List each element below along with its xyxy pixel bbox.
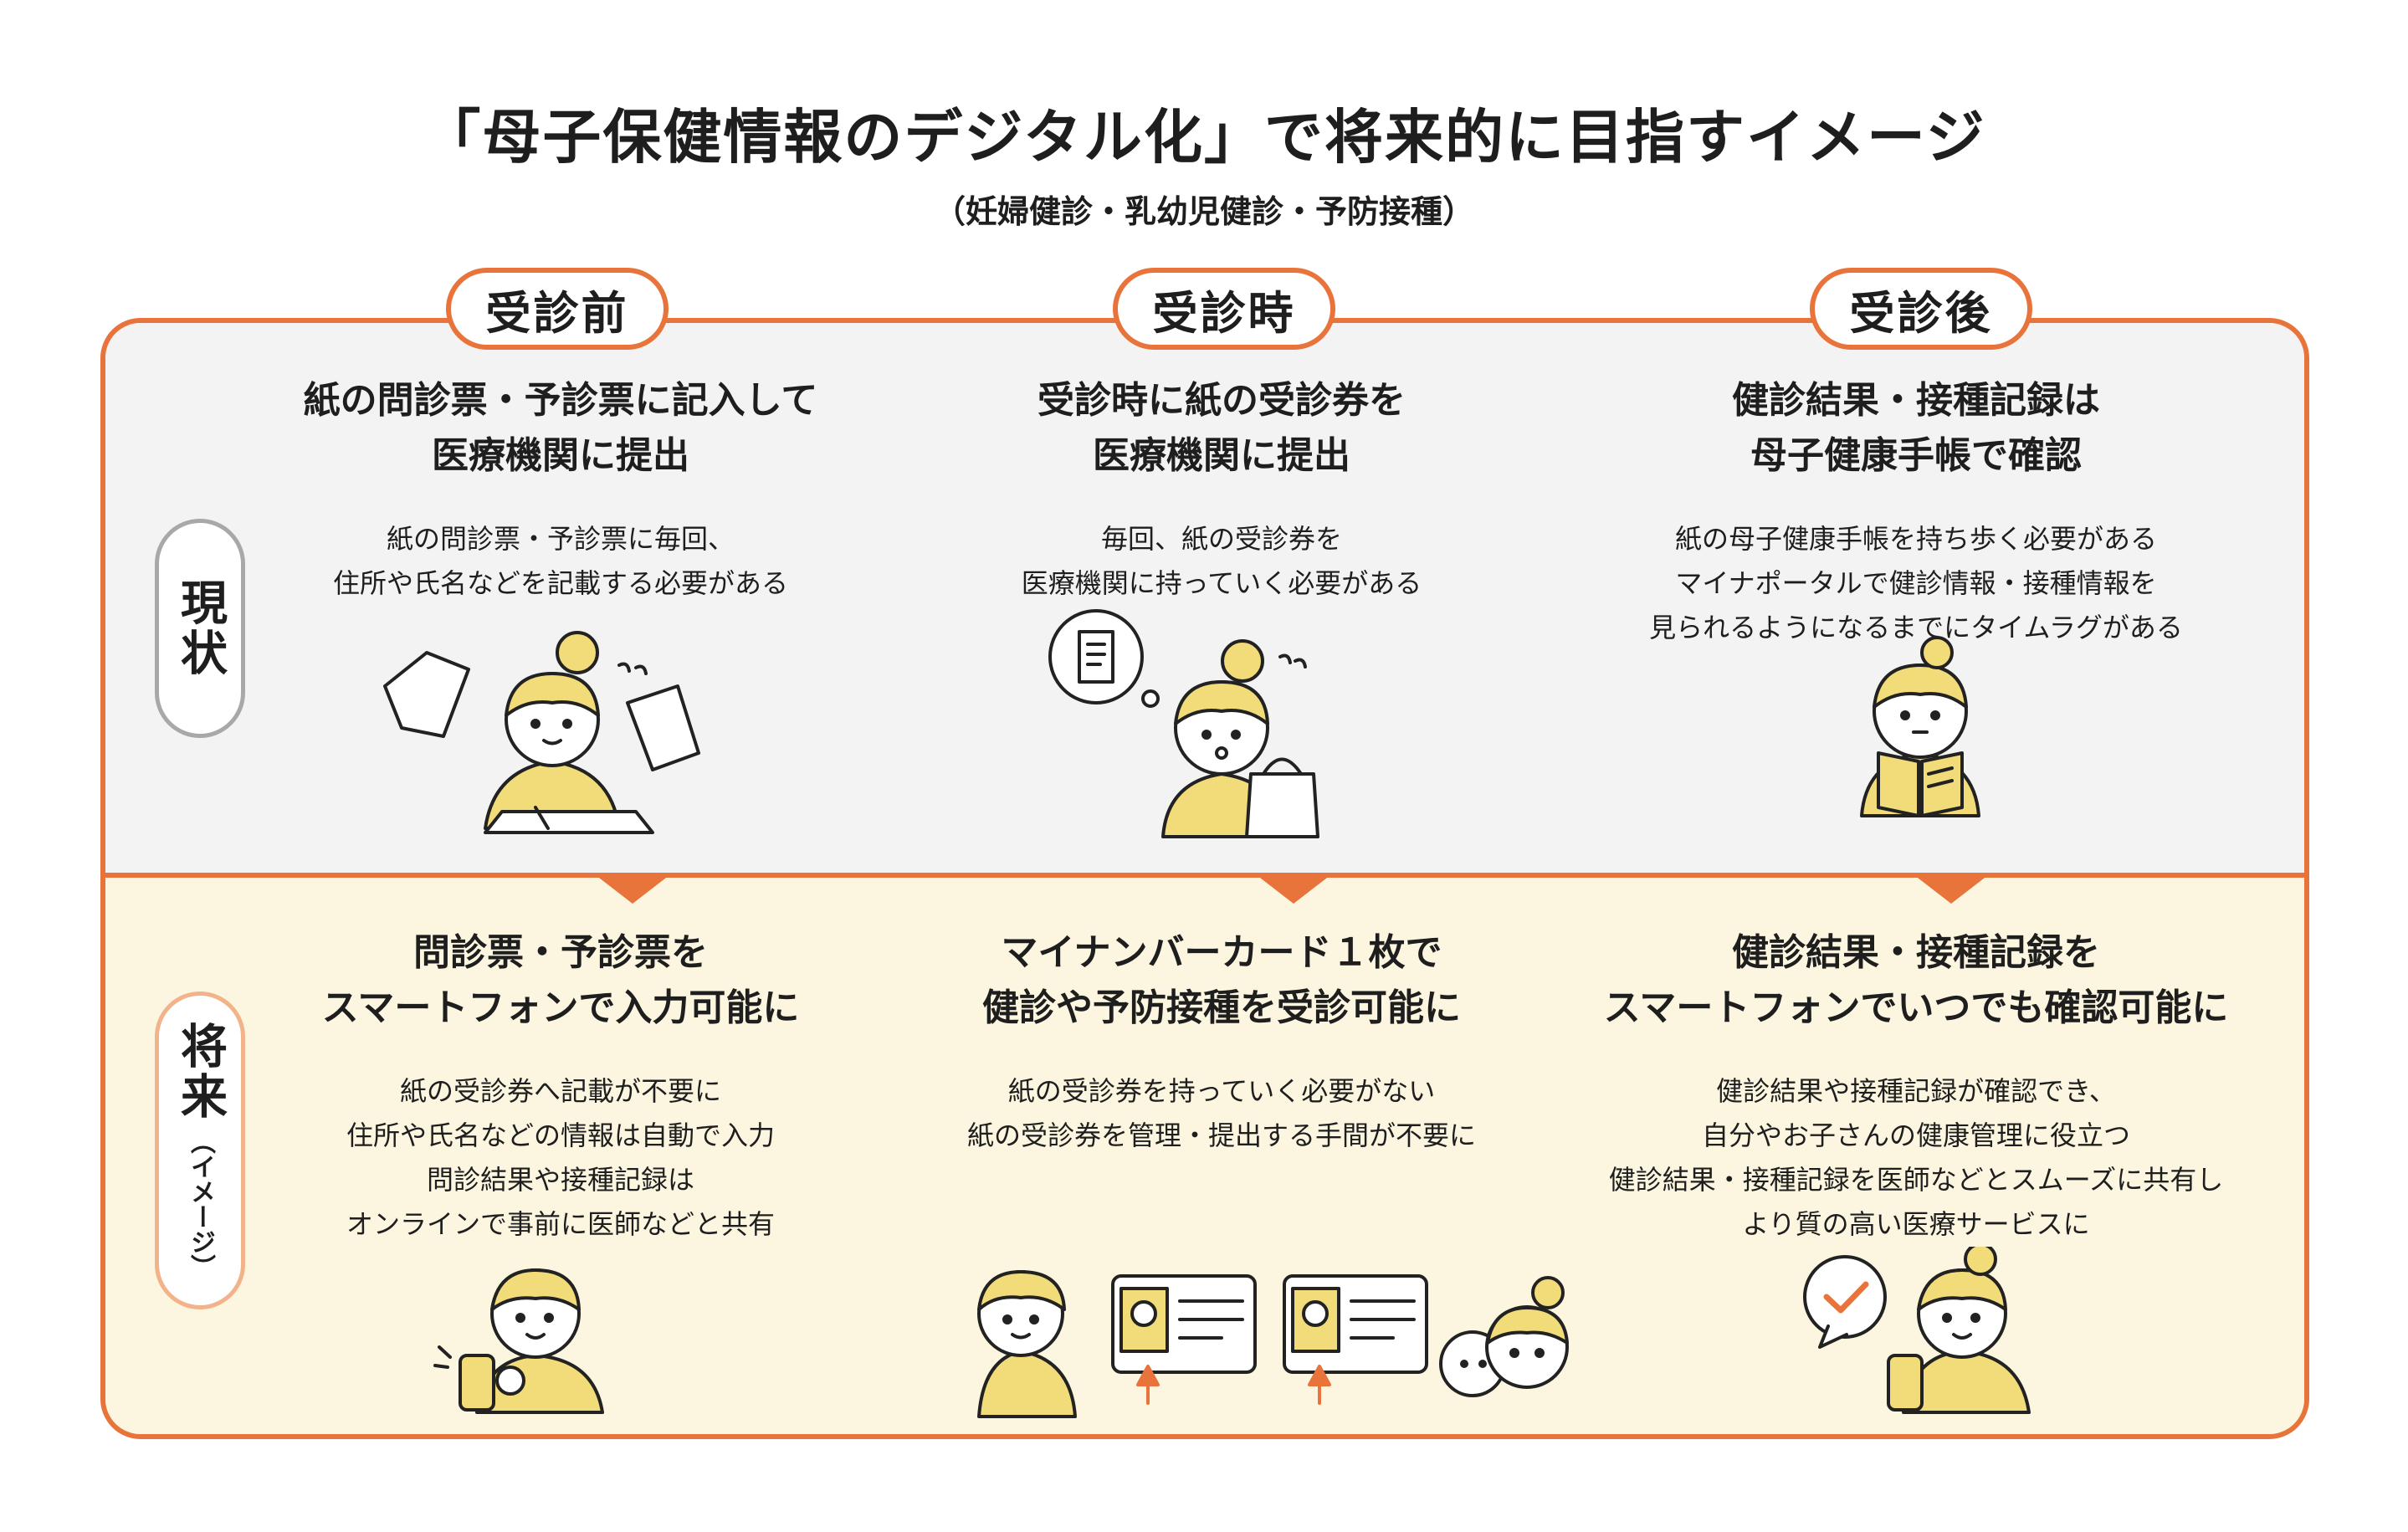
- arrow-down-icon: [596, 875, 669, 904]
- current-during-body: 毎回、紙の受診券を 医療機関に持っていく必要がある: [937, 517, 1506, 606]
- current-during-heading: 受診時に紙の受診券を 医療機関に提出: [937, 373, 1506, 484]
- woman-writing-form-illustration: [383, 631, 700, 834]
- heading-line: 母子健康手帳で確認: [1750, 434, 2082, 477]
- heading-line: 受診時に紙の受診券を: [1037, 379, 1406, 422]
- row-divider: [105, 873, 2304, 878]
- current-before-body: 紙の問診票・予診票に毎回、 住所や氏名などを記載する必要がある: [276, 517, 845, 606]
- body-line: 自分やお子さんの健康管理に役立つ: [1701, 1120, 2130, 1151]
- future-during-heading: マイナンバーカード１枚で 健診や予防接種を受診可能に: [912, 925, 1531, 1036]
- heading-line: 健診結果・接種記録は: [1732, 379, 2100, 422]
- current-before-heading: 紙の問診票・予診票に記入して 医療機関に提出: [276, 373, 845, 484]
- row-label-current-text: 現状: [172, 578, 228, 679]
- future-after-heading: 健診結果・接種記録を スマートフォンでいつでも確認可能に: [1556, 925, 2276, 1036]
- body-line: オンラインで事前に医師などと共有: [346, 1208, 775, 1240]
- body-line: 住所や氏名などを記載する必要がある: [332, 567, 788, 599]
- body-line: 毎回、紙の受診券を: [1100, 523, 1342, 555]
- arrow-down-icon: [1914, 875, 1988, 904]
- heading-line: 紙の問診票・予診票に記入して: [303, 379, 818, 422]
- phase-tab-during: 受診時: [1113, 268, 1335, 350]
- row-label-current: 現状: [155, 519, 245, 738]
- woman-checking-records-illustration: [1803, 1247, 2031, 1414]
- current-after-body: 紙の母子健康手帳を持ち歩く必要がある マイナポータルで健診情報・接種情報を 見ら…: [1565, 517, 2267, 650]
- body-line: 紙の受診券を管理・提出する手間が不要に: [966, 1120, 1476, 1151]
- page-title: 「母子保健情報のデジタル化」で将来的に目指すイメージ: [422, 103, 1986, 172]
- heading-line: 健診や予防接種を受診可能に: [982, 986, 1461, 1029]
- heading-line: スマートフォンで入力可能に: [321, 986, 800, 1029]
- body-line: 住所や氏名などの情報は自動で入力: [346, 1120, 775, 1151]
- body-line: 健診結果・接種記録を医師などとスムーズに共有し: [1608, 1164, 2224, 1196]
- phase-tab-before: 受診前: [446, 268, 669, 350]
- body-line: 健診結果や接種記録が確認でき、: [1716, 1075, 2116, 1107]
- body-line: 紙の受診券へ記載が不要に: [399, 1075, 721, 1107]
- current-after-heading: 健診結果・接種記録は 母子健康手帳で確認: [1565, 373, 2267, 484]
- current-after-cell: 健診結果・接種記録は 母子健康手帳で確認 紙の母子健康手帳を持ち歩く必要がある …: [1565, 373, 2267, 650]
- woman-with-bag-illustration: [1048, 609, 1319, 838]
- current-before-cell: 紙の問診票・予診票に記入して 医療機関に提出 紙の問診票・予診票に毎回、 住所や…: [276, 373, 845, 606]
- body-line: 医療機関に持っていく必要がある: [1021, 567, 1422, 599]
- heading-line: 問診票・予診票を: [413, 931, 708, 974]
- future-after-body: 健診結果や接種記録が確認でき、 自分やお子さんの健康管理に役立つ 健診結果・接種…: [1556, 1069, 2276, 1247]
- row-label-future: 将来 （イメージ）: [155, 991, 245, 1309]
- body-line: 問診結果や接種記録は: [426, 1164, 694, 1196]
- arrow-down-icon: [1257, 875, 1330, 904]
- row-label-future-text: 将来: [172, 1022, 228, 1122]
- heading-line: 健診結果・接種記録を: [1732, 931, 2100, 974]
- heading-line: マイナンバーカード１枚で: [1001, 931, 1442, 974]
- body-line: 紙の受診券を持っていく必要がない: [1007, 1075, 1436, 1107]
- future-before-cell: 問診票・予診票を スマートフォンで入力可能に 紙の受診券へ記載が不要に 住所や氏…: [276, 925, 845, 1247]
- current-during-cell: 受診時に紙の受診券を 医療機関に提出 毎回、紙の受診券を 医療機関に持っていく必…: [937, 373, 1506, 606]
- page-subtitle: （妊婦健診・乳幼児健診・予防接種）: [933, 193, 1474, 230]
- future-before-body: 紙の受診券へ記載が不要に 住所や氏名などの情報は自動で入力 問診結果や接種記録は…: [276, 1069, 845, 1247]
- row-label-future-sub: （イメージ）: [186, 1129, 215, 1279]
- future-during-cell: マイナンバーカード１枚で 健診や予防接種を受診可能に 紙の受診券を持っていく必要…: [912, 925, 1531, 1158]
- body-line: より質の高い医療サービスに: [1742, 1208, 2090, 1240]
- future-after-cell: 健診結果・接種記録を スマートフォンでいつでも確認可能に 健診結果や接種記録が確…: [1556, 925, 2276, 1247]
- heading-line: 医療機関に提出: [432, 434, 689, 477]
- woman-using-smartphone-illustration: [433, 1268, 604, 1414]
- body-line: 見られるようになるまでにタイムラグがある: [1649, 612, 2183, 643]
- heading-line: 医療機関に提出: [1093, 434, 1350, 477]
- phase-tab-after: 受診後: [1810, 268, 2032, 350]
- future-before-heading: 問診票・予診票を スマートフォンで入力可能に: [276, 925, 845, 1036]
- future-during-body: 紙の受診券を持っていく必要がない 紙の受診券を管理・提出する手間が不要に: [912, 1069, 1531, 1158]
- heading-line: スマートフォンでいつでも確認可能に: [1603, 986, 2229, 1029]
- body-line: マイナポータルで健診情報・接種情報を: [1675, 567, 2157, 599]
- body-line: 紙の母子健康手帳を持ち歩く必要がある: [1674, 523, 2157, 555]
- my-number-card-illustration: [977, 1270, 1569, 1418]
- woman-reading-handbook-illustration: [1860, 636, 1980, 817]
- body-line: 紙の問診票・予診票に毎回、: [386, 523, 735, 555]
